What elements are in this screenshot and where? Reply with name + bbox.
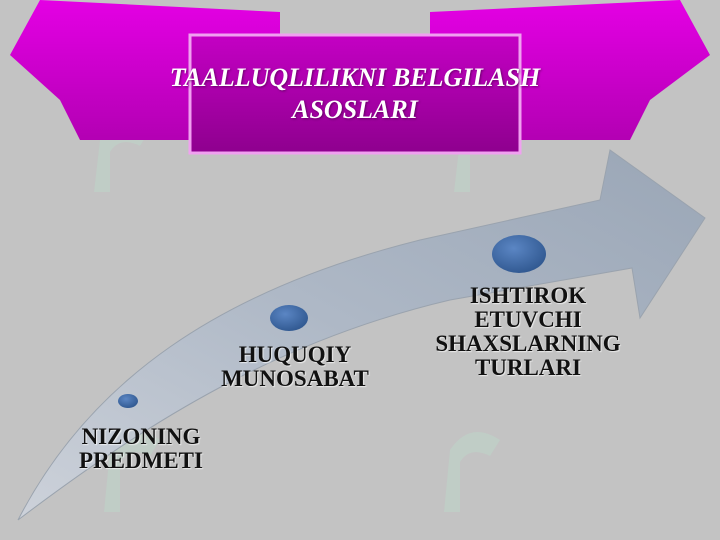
banner-title-line-1: TAALLUQLILIKNI BELGILASH	[169, 63, 541, 92]
step-label-3-line-1: ISHTIROK	[469, 283, 587, 308]
step-label-2-line-1: HUQUQIY	[238, 342, 352, 367]
banner-title: TAALLUQLILIKNI BELGILASH ASOSLARI	[150, 62, 560, 126]
step-label-3-line-3: SHAXSLARNING	[435, 331, 621, 356]
step-label-2-line-2: MUNOSABAT	[221, 366, 369, 391]
step-marker-1	[118, 394, 138, 408]
title-banner	[10, 0, 710, 155]
banner-title-line-2: ASOSLARI	[292, 95, 418, 124]
banner-panel	[188, 33, 522, 155]
step-label-3: ISHTIROK ETUVCHI SHAXSLARNING TURLARI	[408, 284, 648, 380]
step-label-3-line-2: ETUVCHI	[474, 307, 582, 332]
step-marker-2	[270, 305, 308, 331]
step-marker-3	[492, 235, 546, 273]
step-label-1: NIZONING PREDMETI	[46, 425, 236, 473]
step-label-2: HUQUQIY MUNOSABAT	[190, 343, 400, 391]
step-label-1-line-1: NIZONING	[81, 424, 201, 449]
step-label-3-line-4: TURLARI	[474, 355, 582, 380]
step-label-1-line-2: PREDMETI	[79, 448, 203, 473]
